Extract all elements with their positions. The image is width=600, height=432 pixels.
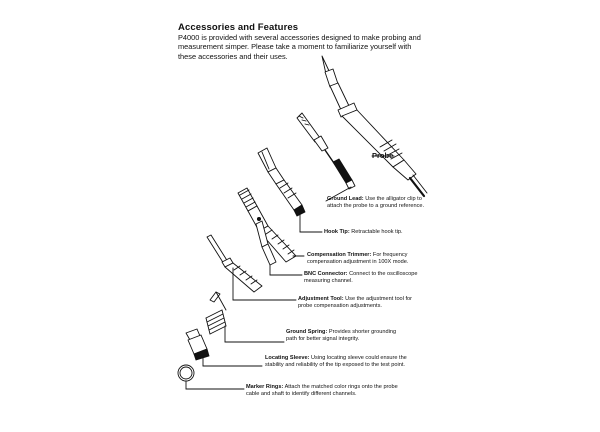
accessory-desc: Use the adjustment tool for	[345, 296, 412, 302]
intro-paragraph: P4000 is provided with several accessori…	[178, 33, 478, 61]
accessory-name: Ground Spring:	[286, 329, 328, 335]
accessory-name: BNC Connector:	[304, 271, 348, 277]
ground-lead-caption: Ground Lead: Use the alligator clip to a…	[327, 196, 424, 210]
locating-sleeve-caption: Locating Sleeve: Using locating sleeve c…	[265, 355, 407, 369]
bnc-connector-caption: BNC Connector: Connect to the oscillosco…	[304, 271, 418, 285]
bnc-connector-illustration	[238, 188, 296, 265]
ground-spring-illustration	[206, 292, 226, 334]
accessory-desc: Attach the matched color rings onto the …	[284, 384, 398, 390]
probe-illustration	[322, 56, 427, 196]
intro-line: P4000 is provided with several accessori…	[178, 33, 421, 42]
compensation-trimmer-caption: Compensation Trimmer: For frequency comp…	[307, 252, 408, 266]
locating-sleeve-illustration	[186, 329, 209, 360]
hook-tip-illustration	[258, 148, 305, 216]
accessory-desc: For frequency	[372, 252, 408, 258]
accessory-desc: Retractable hook tip.	[351, 229, 403, 235]
section-title: Accessories and Features	[178, 22, 299, 33]
accessory-name: Compensation Trimmer:	[307, 252, 372, 258]
accessory-name: Adjustment Tool:	[298, 296, 344, 302]
accessory-desc: path for better signal integrity.	[286, 336, 360, 343]
accessory-desc: attach the probe to a ground reference.	[327, 203, 425, 210]
accessory-desc: compensation adjustment in 100X mode.	[307, 259, 409, 266]
hook-tip-caption: Hook Tip: Retractable hook tip.	[324, 229, 403, 236]
accessory-desc: stability and reliability of the tip exp…	[265, 362, 405, 369]
accessory-name: Marker Rings:	[246, 384, 284, 390]
ground-lead-leader	[326, 187, 351, 201]
accessory-desc: Use the alligator clip to	[365, 196, 422, 202]
adjustment-tool-caption: Adjustment Tool: Use the adjustment tool…	[298, 296, 412, 310]
adjustment-tool-illustration	[207, 235, 262, 292]
marker-rings-caption: Marker Rings: Attach the matched color r…	[246, 384, 398, 398]
marker-ring-illustration	[178, 365, 194, 381]
accessory-desc: Provides shorter grounding	[328, 329, 397, 335]
accessory-desc: cable and shaft to identify different ch…	[246, 391, 357, 398]
intro-line: measurement simper. Please take a moment…	[178, 42, 412, 52]
accessory-desc: measuring channel.	[304, 278, 353, 285]
accessory-name: Locating Sleeve:	[265, 355, 310, 361]
ground-lead-illustration	[297, 113, 355, 189]
accessory-name: Hook Tip:	[324, 229, 350, 235]
intro-line: these accessories and their uses.	[178, 51, 288, 61]
probe-label: Probe	[372, 151, 394, 160]
ground-spring-caption: Ground Spring: Provides shorter groundin…	[286, 329, 396, 343]
accessory-desc: Using locating sleeve could ensure the	[311, 355, 407, 361]
accessory-desc: Connect to the oscilloscope	[349, 271, 418, 277]
accessory-name: Ground Lead:	[327, 196, 364, 202]
accessory-desc: probe compensation adjustments.	[298, 303, 382, 310]
